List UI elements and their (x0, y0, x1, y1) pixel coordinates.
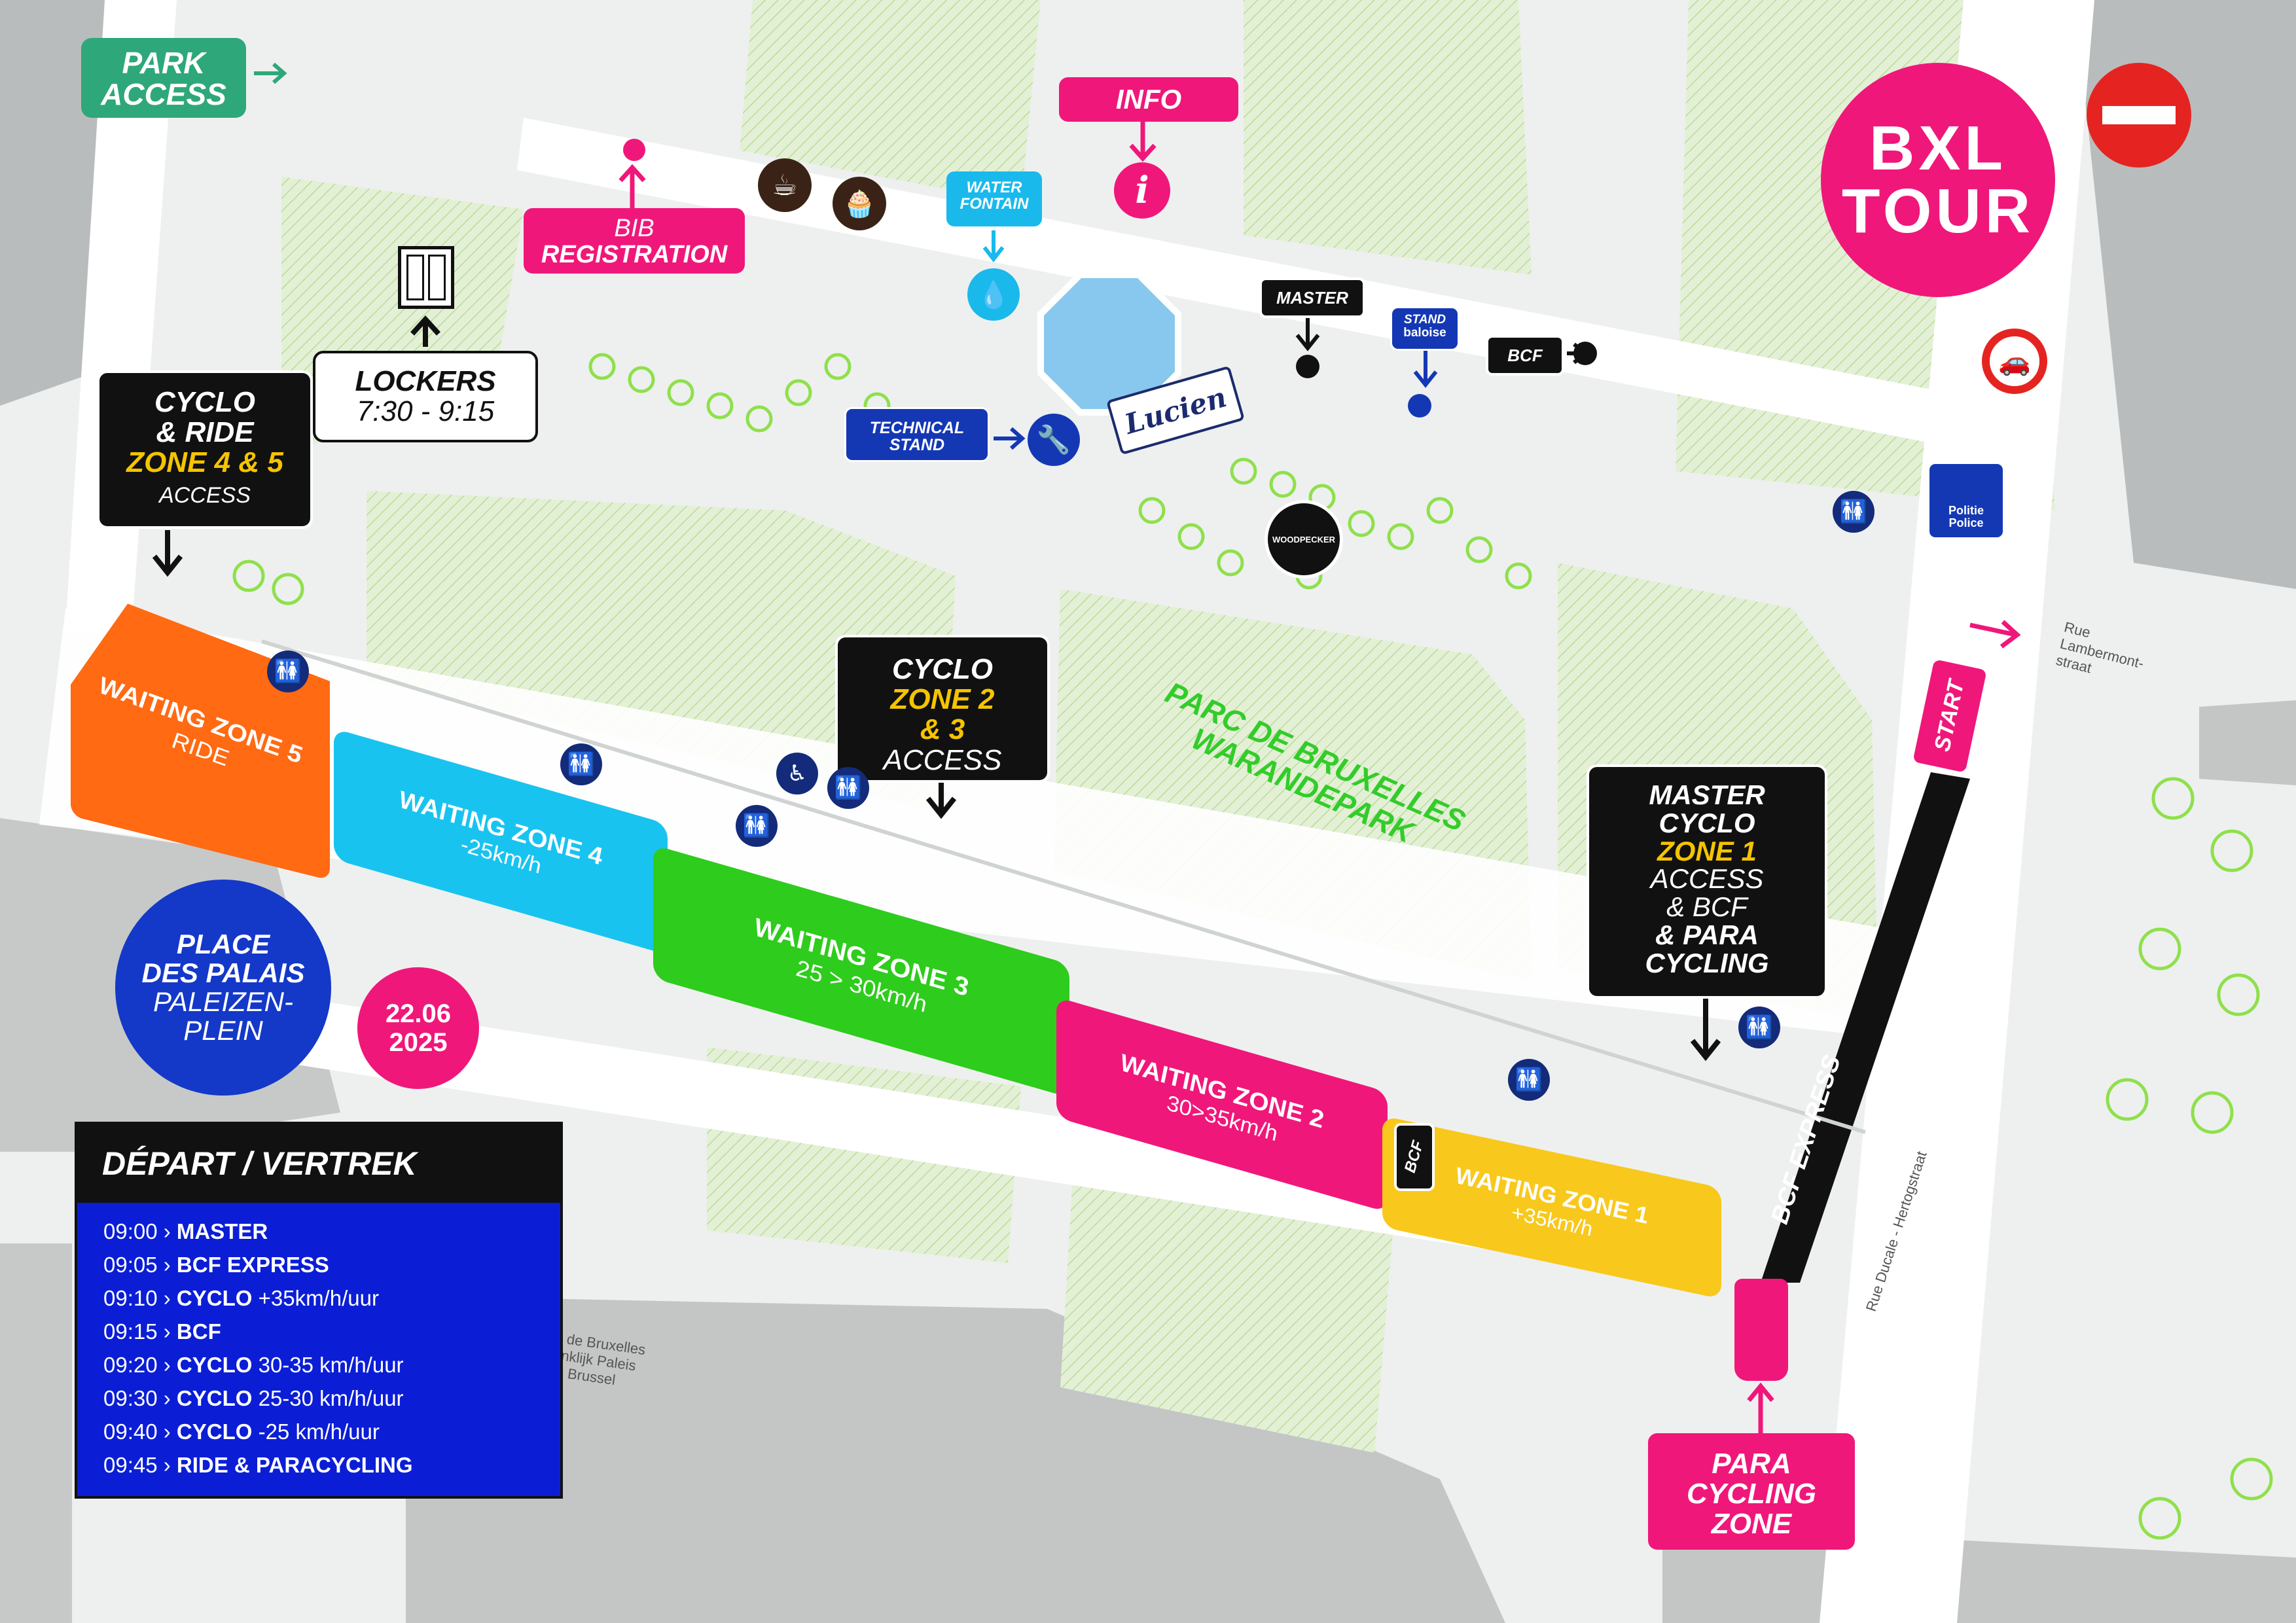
schedule-row: 09:00 › MASTER (103, 1219, 268, 1243)
bxl-tour-logo: BXL TOUR (1821, 63, 2055, 297)
cyclo-ride-access-label: CYCLO & RIDE ZONE 4 & 5 ACCESS (97, 370, 313, 529)
schedule-row: 09:15 › BCF (103, 1319, 221, 1344)
cyclo-zone-2-3-access-label: CYCLO ZONE 2 & 3 ACCESS (835, 635, 1050, 783)
logo-line2: TOUR (1841, 176, 2035, 246)
event-date-badge: 22.06 2025 (357, 967, 479, 1089)
toilet-icon: 🚻 (1738, 1007, 1780, 1048)
water-fountain-label: WATER FONTAIN (946, 171, 1042, 226)
coffee-icon: ☕ (758, 158, 812, 212)
schedule-row: 09:30 › CYCLO 25-30 km/h/uur (103, 1386, 404, 1410)
logo-line1: BXL (1869, 113, 2007, 183)
para-cycling-start (1734, 1279, 1788, 1381)
muffin-icon: 🧁 (833, 177, 886, 230)
wheelchair-icon: ♿ (776, 753, 818, 794)
para-cycling-zone-label: PARA CYCLING ZONE (1648, 1433, 1855, 1550)
no-cars-icon: 🚗 (1982, 329, 2047, 394)
police-badge: Politie Police (1928, 462, 2005, 539)
water-drop-icon: 💧 (967, 268, 1020, 321)
toilet-icon: 🚻 (1833, 491, 1874, 533)
schedule-row: 09:10 › CYCLO +35km/h/uur (103, 1286, 379, 1310)
toilet-icon: 🚻 (267, 651, 309, 692)
park-access-label: PARK ACCESS (81, 38, 246, 118)
bcf-zone-tag: BCF (1394, 1123, 1435, 1191)
info-icon: i (1114, 162, 1170, 219)
master-label: MASTER (1259, 277, 1365, 318)
stand-baloise-label: STAND baloise (1390, 306, 1460, 351)
schedule-title: DÉPART / VERTREK (77, 1124, 560, 1203)
master-cyclo-zone-1-access-label: MASTER CYCLO ZONE 1 ACCESS & BCF & PARA … (1587, 764, 1827, 999)
place-des-palais-label: PLACE DES PALAIS PALEIZEN- PLEIN (115, 880, 331, 1096)
wrench-icon: 🔧 (1028, 414, 1080, 466)
bib-registration-label: BIB REGISTRATION (524, 208, 745, 274)
locker-icon (398, 246, 454, 309)
woodpecker-logo: WOODPECKER (1265, 500, 1343, 579)
bcf-label: BCF (1486, 335, 1564, 376)
schedule-row: 09:40 › CYCLO -25 km/h/uur (103, 1419, 380, 1444)
schedule-row: 09:20 › CYCLO 30-35 km/h/uur (103, 1353, 404, 1377)
departure-schedule: DÉPART / VERTREK 09:00 › MASTER 09:05 › … (75, 1122, 563, 1499)
toilet-icon: 🚻 (827, 767, 869, 809)
toilet-icon: 🚻 (560, 743, 602, 785)
info-label: INFO (1059, 77, 1238, 122)
toilet-icon: 🚻 (736, 805, 778, 847)
schedule-row: 09:05 › BCF EXPRESS (103, 1253, 329, 1277)
schedule-row: 09:45 › RIDE & PARACYCLING (103, 1453, 413, 1477)
no-entry-icon (2087, 63, 2191, 168)
lockers-label: LOCKERS 7:30 - 9:15 (313, 351, 538, 442)
technical-stand-label: TECHNICAL STAND (844, 407, 990, 462)
toilet-icon: 🚻 (1508, 1059, 1550, 1101)
